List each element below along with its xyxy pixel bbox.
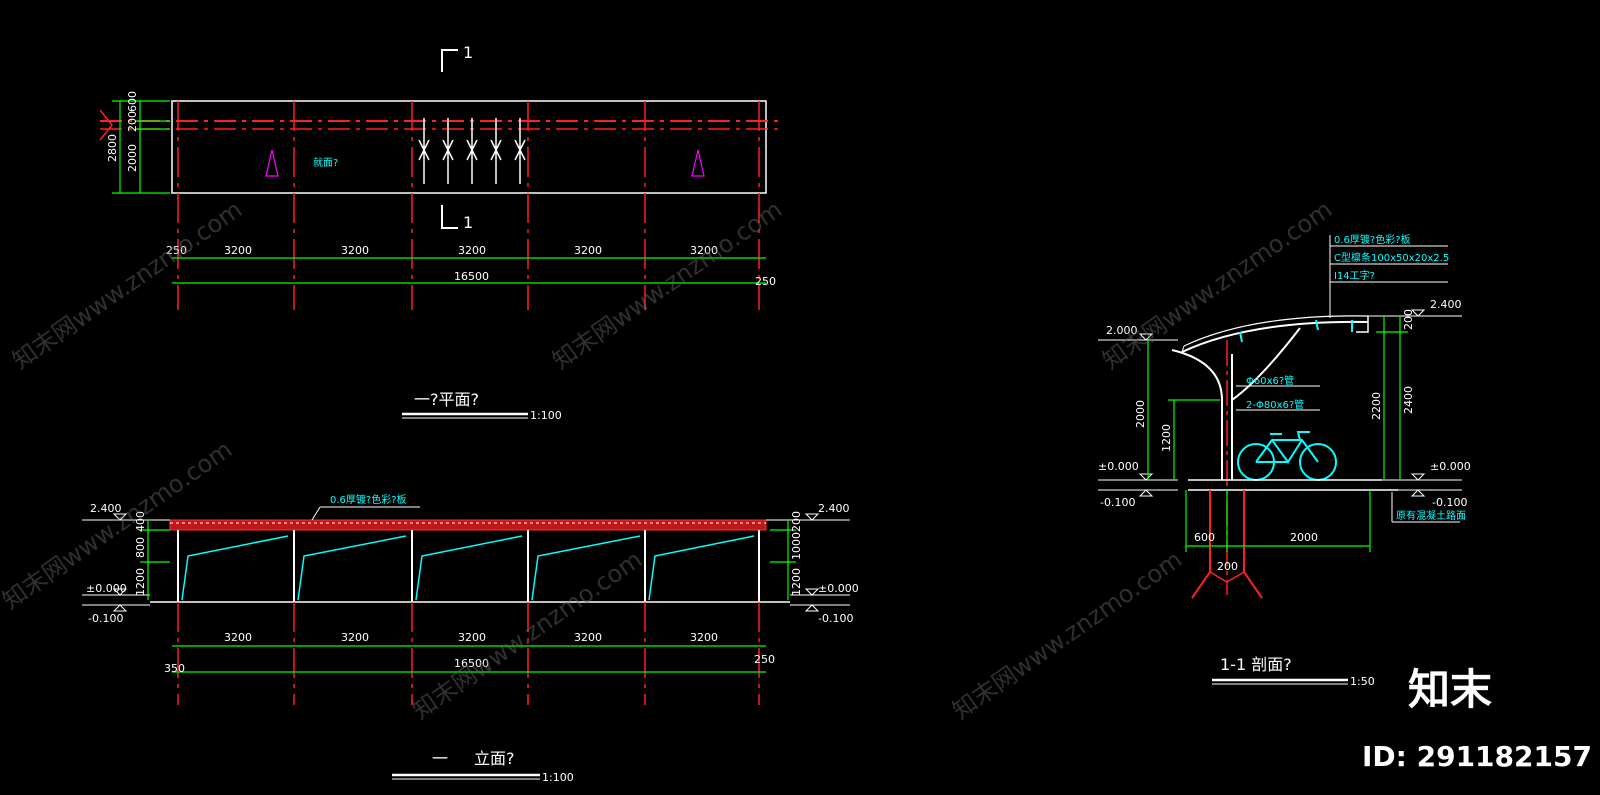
- section-pipe2-note: 2-Φ80x6?管: [1246, 398, 1304, 411]
- section-roof: [1181, 320, 1369, 353]
- section-note: 0.6厚镀?色彩?板: [1334, 233, 1411, 246]
- elevation-columns: [177, 530, 760, 602]
- plan-bay-dim: 3200: [458, 244, 486, 257]
- section-bicycle-icon: [1237, 431, 1337, 481]
- elevation-right-dim: 1200: [790, 568, 803, 596]
- elevation-bay-dim: 3200: [690, 631, 718, 644]
- elevation-right-levels: [766, 513, 850, 612]
- section-notes-box: [1329, 235, 1448, 318]
- plan-title: 一?平面?: [414, 390, 479, 409]
- plan-bicycles: [418, 118, 526, 184]
- section-right-dim-200: 200: [1402, 309, 1415, 330]
- elevation-level-ground-right: -0.100: [818, 612, 853, 625]
- watermark-text: 知末网www.znzmo.com: [947, 545, 1187, 725]
- elevation-left-dim: 1200: [134, 568, 147, 596]
- elevation-level-ground-left: -0.100: [88, 612, 123, 625]
- elevation-end-dim-right: 250: [754, 653, 775, 666]
- section-right-dim-2200: 2200: [1370, 392, 1383, 420]
- section-cut-mark-top: [441, 49, 458, 72]
- elevation-left-levels: [82, 513, 170, 612]
- plan-end-dim-left: 250: [166, 244, 187, 257]
- plan-end-dim-right: 250: [755, 275, 776, 288]
- elevation-level-top-left: 2.400: [90, 502, 122, 515]
- elevation-bay-dim: 3200: [574, 631, 602, 644]
- section-cut-label-bottom: 1: [463, 213, 473, 232]
- elevation-view: 0.6厚镀?色彩?板: [82, 493, 859, 784]
- plan-side-dim-600: 600: [126, 91, 139, 112]
- section-right-dim-2400: 2400: [1402, 386, 1415, 414]
- elevation-roof: [169, 519, 767, 531]
- elevation-roof-note: 0.6厚镀?色彩?板: [330, 493, 407, 506]
- section-note: I14工字?: [1334, 269, 1375, 282]
- plan-side-dim-2000: 2000: [126, 144, 139, 172]
- elevation-right-dim: 1000: [790, 532, 803, 560]
- section-level-zero-right: ±0.000: [1430, 460, 1471, 473]
- plan-bay-dim: 3200: [341, 244, 369, 257]
- section-level-left-top: 2.000: [1106, 324, 1138, 337]
- plan-view: 就面? 1 1 2800 600 200 2000 250 3200 3200 …: [99, 43, 780, 422]
- section-pipe1-note: Φ60x6?管: [1246, 374, 1294, 387]
- plan-center-label: 就面?: [313, 156, 338, 169]
- section-level-right-top: 2.400: [1430, 298, 1462, 311]
- plan-scale: 1:100: [530, 409, 562, 422]
- elevation-title: 立面?: [474, 749, 515, 768]
- elevation-total-dim: 16500: [454, 657, 489, 670]
- elevation-level-top-right: 2.400: [818, 502, 850, 515]
- plan-magenta-markers: [265, 149, 705, 177]
- elevation-left-dim: 400: [134, 511, 147, 532]
- section-footing-note: 原有混凝土路面: [1396, 509, 1466, 522]
- section-cut-label-top: 1: [463, 43, 473, 62]
- section-title: 1-1 剖面?: [1220, 655, 1292, 674]
- elevation-level-zero-left: ±0.000: [86, 582, 127, 595]
- elevation-bracing: [181, 535, 755, 601]
- section-note: C型檩条100x50x20x2.5: [1334, 251, 1449, 264]
- plan-side-dim-lines: [112, 100, 170, 194]
- elevation-roof-leader: [311, 506, 321, 521]
- plan-bay-dim: 3200: [224, 244, 252, 257]
- elevation-column-axes: [177, 602, 760, 705]
- section-scale: 1:50: [1350, 675, 1375, 688]
- plan-side-dim-total: 2800: [106, 134, 119, 162]
- section-left-dim-1200: 1200: [1160, 424, 1173, 452]
- section-column: [1171, 349, 1223, 480]
- plan-axis-chevron: [99, 109, 113, 141]
- image-id: ID: 291182157: [1362, 740, 1592, 773]
- elevation-end-dim-left: 350: [164, 662, 185, 675]
- plan-bay-dim: 3200: [690, 244, 718, 257]
- elevation-level-zero-right: ±0.000: [818, 582, 859, 595]
- section-left-dim-2000: 2000: [1134, 400, 1147, 428]
- section-bottom-dim-2000: 2000: [1290, 531, 1318, 544]
- section-left-levels: [1098, 333, 1178, 497]
- elevation-right-dim: 200: [790, 511, 803, 532]
- section-level-zero-left: ±0.000: [1098, 460, 1139, 473]
- section-view: Φ60x6?管 2-Φ80x6?管 200 2.000 ±0.000 -0.10…: [1098, 233, 1471, 688]
- plan-bay-dim: 3200: [574, 244, 602, 257]
- plan-column-axes: [177, 101, 760, 310]
- elevation-left-dim: 800: [134, 537, 147, 558]
- watermark-text: 知末网www.znzmo.com: [7, 195, 247, 375]
- elevation-bay-dim: 3200: [341, 631, 369, 644]
- elevation-scale: 1:100: [542, 771, 574, 784]
- elevation-title-prefix: 一: [432, 749, 448, 768]
- watermark-text: 知末网www.znzmo.com: [1097, 195, 1337, 375]
- elevation-bay-dim: 3200: [224, 631, 252, 644]
- watermark-text: 知末网www.znzmo.com: [547, 195, 787, 375]
- section-level-ground-right: -0.100: [1432, 496, 1467, 509]
- plan-side-dim-200: 200: [126, 111, 139, 132]
- brand-logo: 知末: [1408, 665, 1492, 714]
- section-footing-dim: 200: [1217, 560, 1238, 573]
- section-cut-mark-bottom: [441, 205, 458, 229]
- plan-total-dim: 16500: [454, 270, 489, 283]
- elevation-bay-dim: 3200: [458, 631, 486, 644]
- plan-outline: [171, 100, 767, 194]
- section-bottom-dim-600: 600: [1194, 531, 1215, 544]
- section-level-ground-left: -0.100: [1100, 496, 1135, 509]
